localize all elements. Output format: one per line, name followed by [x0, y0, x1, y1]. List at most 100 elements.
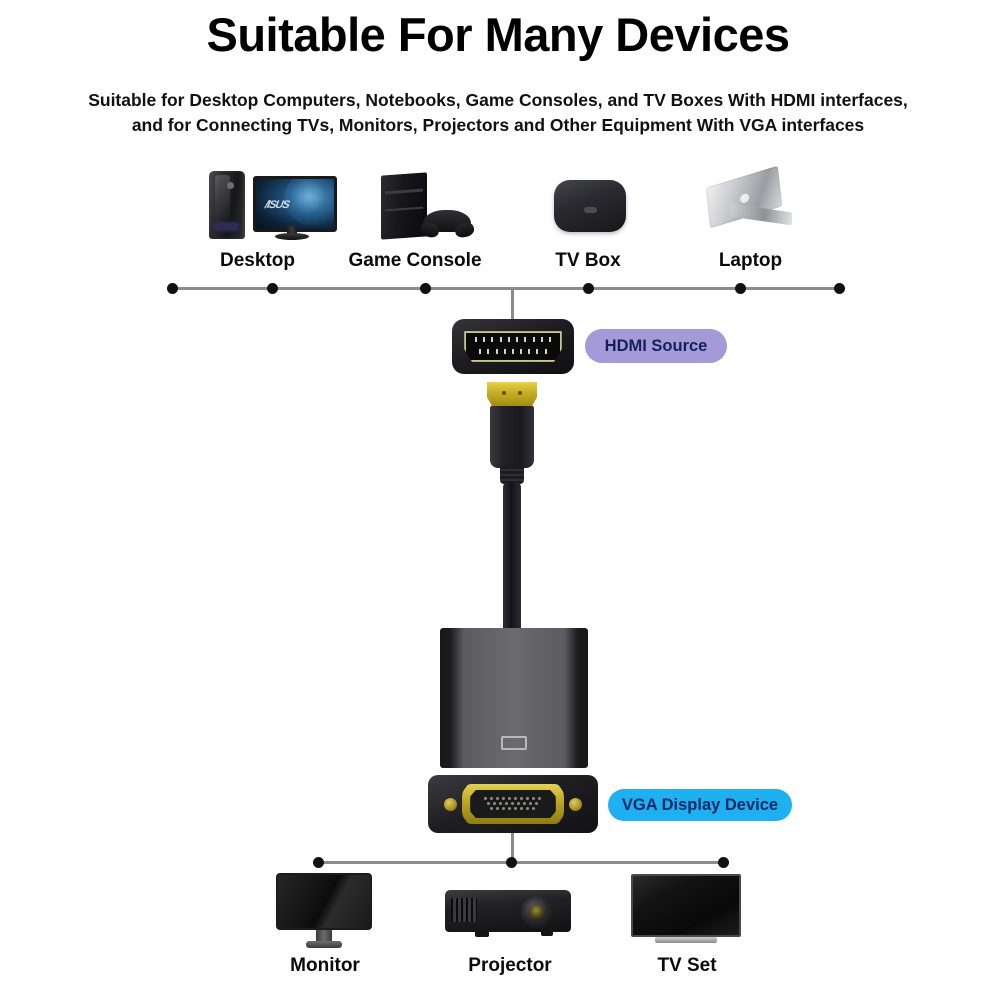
- hdmi-pin: [491, 337, 494, 343]
- vga-screw-left: [444, 798, 457, 811]
- asus-logo: /ISUS: [264, 199, 291, 211]
- connector-dot: [267, 283, 278, 294]
- hdmi-source-badge: HDMI Source: [585, 329, 727, 363]
- subtitle-line-2: and for Connecting TVs, Monitors, Projec…: [131, 115, 865, 136]
- tv-set-screen: [631, 874, 741, 937]
- hdmi-pin: [516, 337, 519, 343]
- vga-pin-row: [487, 802, 539, 806]
- vga-female-port: [428, 775, 598, 833]
- monitor-neck: [316, 930, 332, 942]
- monitor-wallpaper-glow: [284, 179, 334, 226]
- hdmi-pin: [487, 349, 490, 355]
- hdmi-pin: [520, 349, 523, 355]
- hdmi-pin: [532, 337, 535, 343]
- hdmi-pin: [474, 337, 477, 343]
- connector-dot: [834, 283, 845, 294]
- source-device-label-laptop: Laptop: [718, 250, 783, 271]
- vga-pin-row: [490, 807, 536, 811]
- monitor-base: [275, 233, 309, 240]
- projector-lens-inner: [528, 903, 546, 921]
- hdmi-female-port: [452, 319, 574, 374]
- vga-pin: [529, 802, 533, 806]
- adapter-cable: [503, 482, 521, 634]
- vga-pin: [493, 802, 497, 806]
- subtitle-line-1: Suitable for Desktop Computers, Notebook…: [88, 90, 908, 110]
- vga-display-device-badge: VGA Display Device: [608, 789, 792, 821]
- hdmi-pin-row-bottom: [479, 349, 547, 355]
- hdmi-to-vga-adapter-body: [440, 628, 588, 768]
- game-console-icon: [375, 170, 485, 240]
- connector-dot: [718, 857, 729, 868]
- vga-pin: [487, 802, 491, 806]
- projector-foot: [475, 931, 489, 937]
- hdmi-pin: [549, 337, 552, 343]
- tower-gloss: [215, 175, 230, 223]
- vga-dsub-connector: [462, 784, 564, 824]
- hdmi-plug-dot: [502, 391, 506, 395]
- vga-pin: [496, 807, 500, 811]
- vga-pin: [520, 797, 524, 801]
- gamepad-icon: [423, 210, 471, 232]
- vga-pin: [490, 807, 494, 811]
- tower-power-button: [227, 182, 234, 189]
- connector-dot: [735, 283, 746, 294]
- hdmi-plug-strain-relief: [500, 466, 524, 484]
- hdmi-pin: [495, 349, 498, 355]
- vga-pin: [505, 802, 509, 806]
- hdmi-pin: [524, 337, 527, 343]
- projector-foot: [541, 931, 553, 936]
- monitor-icon: [276, 873, 374, 949]
- source-device-label-tv-box: TV Box: [555, 250, 621, 271]
- vga-pin: [526, 797, 530, 801]
- hdmi-pin: [536, 349, 539, 355]
- hdmi-pin: [503, 349, 506, 355]
- page-subtitle: Suitable for Desktop Computers, Notebook…: [0, 88, 996, 139]
- vga-pin: [508, 807, 512, 811]
- vga-pin: [520, 807, 524, 811]
- vga-pin: [532, 807, 536, 811]
- vga-pin: [535, 802, 539, 806]
- projector-vents: [451, 898, 477, 922]
- tv-set-base: [655, 937, 717, 943]
- tv-box-icon: [552, 178, 630, 236]
- bottom-connector-line: [318, 861, 724, 864]
- source-device-label-desktop: Desktop: [220, 250, 295, 271]
- hdmi-pin-row-top: [474, 337, 552, 343]
- display-device-label-projector: Projector: [468, 955, 552, 976]
- vga-pin: [514, 797, 518, 801]
- vga-pin-housing: [470, 789, 556, 819]
- top-connector-line: [172, 287, 845, 290]
- top-drop-line: [511, 288, 514, 320]
- vga-pin: [496, 797, 500, 801]
- laptop-logo: [739, 192, 750, 205]
- tv-box-led: [584, 207, 597, 214]
- vga-pin: [502, 797, 506, 801]
- hdmi-pin: [482, 337, 485, 343]
- vga-pin: [499, 802, 503, 806]
- asus-monitor-screen: /ISUS: [253, 176, 337, 232]
- page-title: Suitable For Many Devices: [206, 8, 790, 61]
- vga-pin: [532, 797, 536, 801]
- source-device-label-game-console: Game Console: [348, 250, 482, 271]
- hdmi-pin: [511, 349, 514, 355]
- desktop-computer-icon: /ISUS: [205, 168, 337, 240]
- hdmi-pin: [528, 349, 531, 355]
- hdmi-plug-dot: [518, 391, 522, 395]
- monitor-neck: [287, 226, 297, 235]
- hdmi-port-opening: [464, 331, 562, 362]
- display-device-label-monitor: Monitor: [290, 955, 360, 976]
- vga-pin: [511, 802, 515, 806]
- hdmi-pin: [540, 337, 543, 343]
- projector-icon: [445, 888, 575, 944]
- tower-led-strip: [214, 223, 238, 230]
- hdmi-male-plug-head: [487, 382, 537, 408]
- vga-pin: [490, 797, 494, 801]
- vga-pin: [484, 797, 488, 801]
- vga-pin-row: [484, 797, 542, 801]
- connector-dot: [420, 283, 431, 294]
- bottom-drop-line: [511, 833, 514, 863]
- vga-pin: [526, 807, 530, 811]
- vga-pin: [523, 802, 527, 806]
- vga-pin: [514, 807, 518, 811]
